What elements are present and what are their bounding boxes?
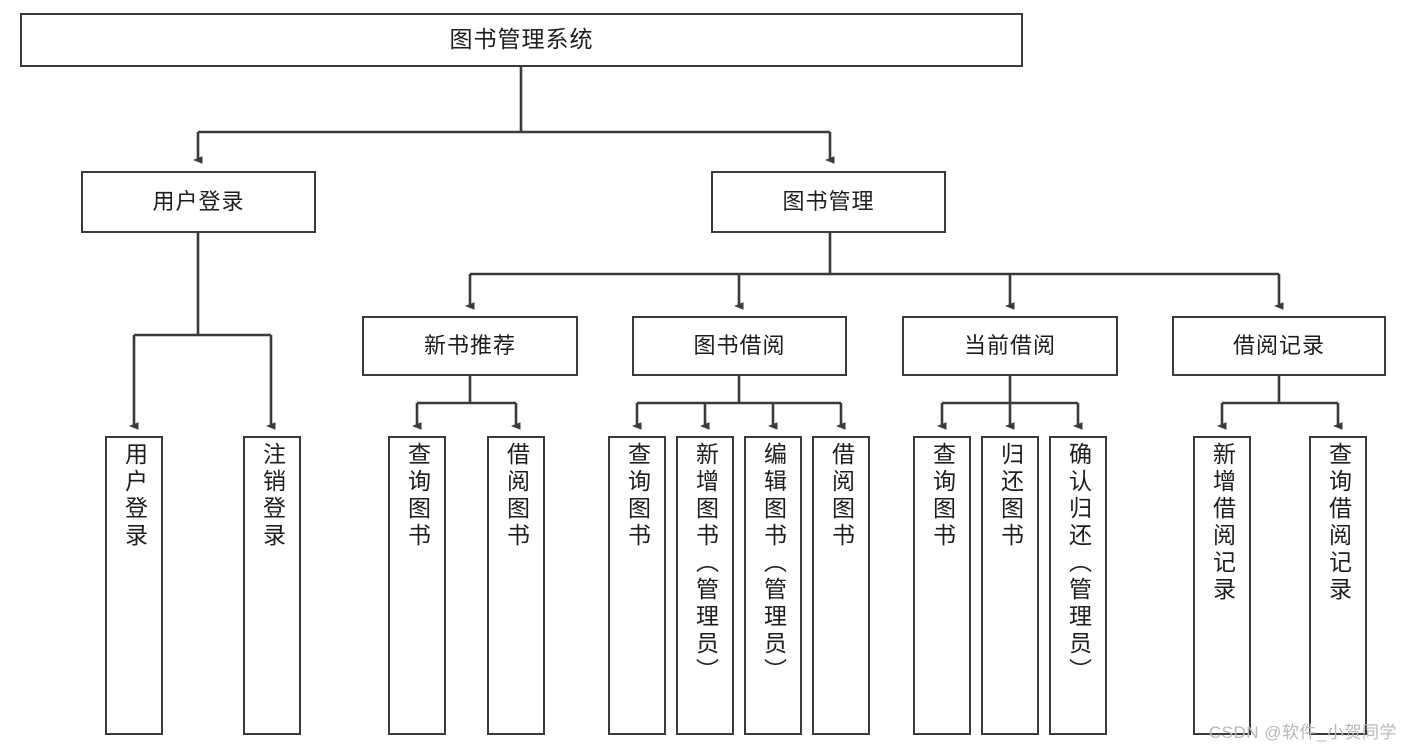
- node-leaf-query-book-1[interactable]: 查询图书: [388, 436, 446, 735]
- node-book-manage[interactable]: 图书管理: [711, 171, 946, 233]
- node-leaf-add-borrow-record[interactable]: 新增借阅记录: [1193, 436, 1251, 735]
- node-leaf-confirm-return-admin[interactable]: 确认归还（管理员）: [1049, 436, 1107, 735]
- node-leaf-borrow-book-2[interactable]: 借阅图书: [812, 436, 870, 735]
- node-leaf-query-borrow-record[interactable]: 查询借阅记录: [1309, 436, 1367, 735]
- node-current-borrow[interactable]: 当前借阅: [902, 316, 1118, 376]
- node-leaf-query-book-3[interactable]: 查询图书: [913, 436, 971, 735]
- node-root[interactable]: 图书管理系统: [20, 13, 1023, 67]
- node-leaf-add-book-admin[interactable]: 新增图书（管理员）: [676, 436, 734, 735]
- node-new-book-recommend[interactable]: 新书推荐: [362, 316, 578, 376]
- node-leaf-user-login[interactable]: 用户登录: [105, 436, 163, 735]
- node-leaf-edit-book-admin[interactable]: 编辑图书（管理员）: [744, 436, 802, 735]
- node-leaf-query-book-2[interactable]: 查询图书: [608, 436, 666, 735]
- node-borrow-record[interactable]: 借阅记录: [1172, 316, 1386, 376]
- node-leaf-logout-login[interactable]: 注销登录: [243, 436, 301, 735]
- watermark: CSDN @软件_小贺同学: [1208, 723, 1397, 742]
- node-leaf-borrow-book-1[interactable]: 借阅图书: [487, 436, 545, 735]
- node-user-login[interactable]: 用户登录: [81, 171, 316, 233]
- node-book-borrow[interactable]: 图书借阅: [632, 316, 847, 376]
- node-leaf-return-book[interactable]: 归还图书: [981, 436, 1039, 735]
